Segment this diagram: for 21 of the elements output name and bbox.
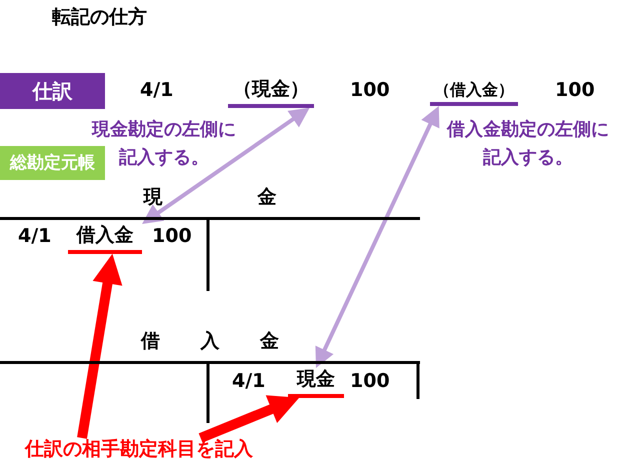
- account-title: 借 入 金: [140, 330, 280, 352]
- entry-account-name: 借入金: [68, 224, 142, 254]
- instruction-note: 仕訳の相手勘定科目を記入: [25, 438, 253, 462]
- double-arrow: [142, 108, 310, 224]
- arrow: [198, 395, 300, 443]
- account-name: （借入金）: [430, 80, 518, 106]
- double-arrow: [315, 106, 440, 368]
- diagram-title: 転記の仕方: [52, 6, 147, 30]
- arrow: [77, 254, 122, 439]
- amount: 100: [555, 79, 595, 103]
- account-title: 現 金: [144, 186, 276, 208]
- date: 4/1: [232, 370, 266, 394]
- instruction-note: 借入金勘定の左側に記入する。: [446, 118, 610, 170]
- date: 4/1: [140, 79, 174, 103]
- entry-account-name: 現金: [288, 368, 344, 398]
- amount: 100: [350, 370, 390, 394]
- account-name: （現金）: [228, 78, 314, 108]
- amount: 100: [350, 79, 390, 103]
- section-tag: 仕訳: [0, 73, 105, 109]
- date: 4/1: [18, 225, 52, 249]
- amount: 100: [152, 225, 192, 249]
